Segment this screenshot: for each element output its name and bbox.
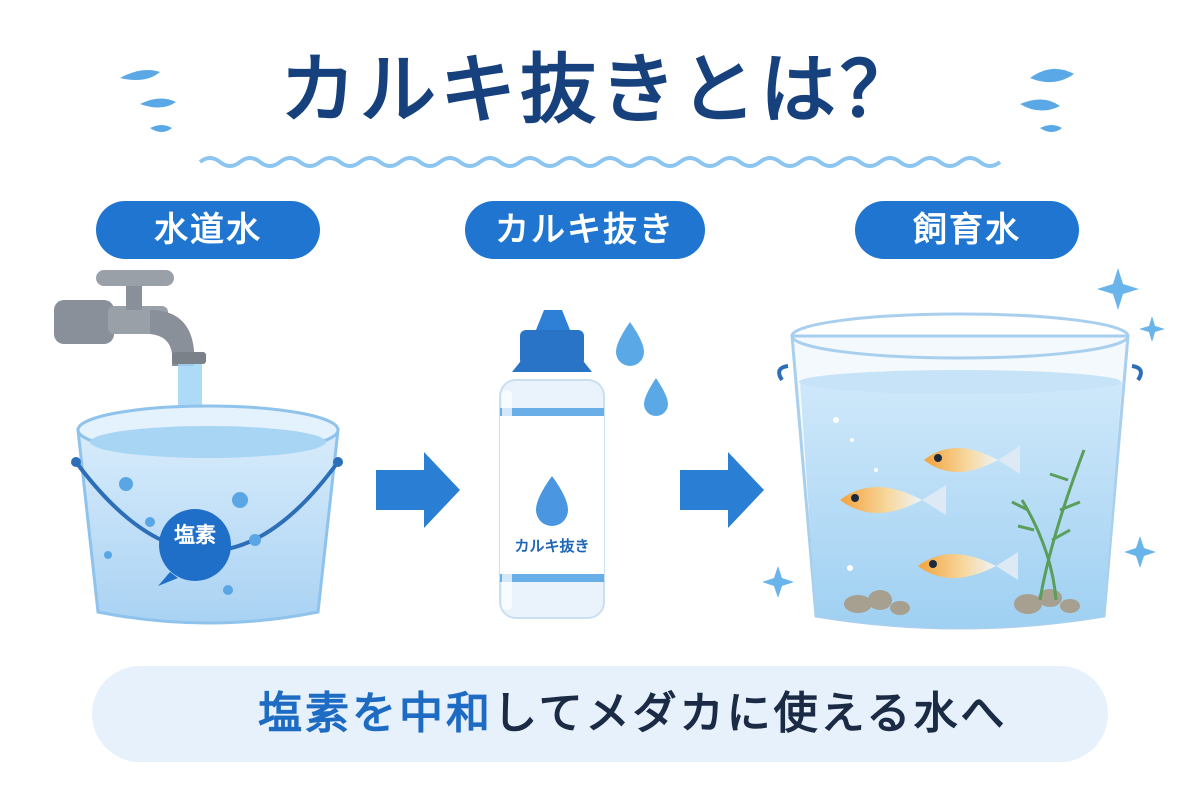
summary-highlight: 塩素を中和 bbox=[258, 688, 493, 739]
chlorine-bubbles bbox=[104, 477, 261, 595]
sparkle-icon bbox=[762, 268, 1165, 598]
page-title: カルキ抜きとは？ bbox=[280, 45, 920, 134]
fish-icon-1 bbox=[924, 446, 1020, 474]
faucet-icon bbox=[54, 270, 206, 366]
summary-banner bbox=[92, 666, 1108, 762]
summary-message: 塩素を中和してメダカに使える水へ bbox=[258, 674, 1007, 754]
bottle-icon bbox=[499, 310, 605, 619]
fish-icon-2 bbox=[840, 485, 946, 515]
step-label-aquarium-water: 飼育水 bbox=[855, 201, 1079, 259]
chlorine-badge bbox=[158, 509, 231, 586]
wave-divider bbox=[198, 156, 1002, 168]
summary-rest: してメダカに使える水へ bbox=[493, 688, 1008, 739]
splash-icon-left bbox=[120, 70, 176, 132]
fish-icon-3 bbox=[918, 552, 1018, 580]
splash-icon-right bbox=[1020, 68, 1074, 132]
chlorine-label: 塩素 bbox=[174, 523, 216, 547]
step-label-tap-water: 水道水 bbox=[96, 201, 320, 259]
water-plant bbox=[1011, 449, 1086, 601]
tank-bucket bbox=[777, 312, 1143, 630]
step-label-dechlorinator: カルキ抜き bbox=[465, 201, 705, 259]
arrow-right-icon-1 bbox=[376, 452, 460, 528]
water-drop-icon-bottle bbox=[616, 322, 668, 416]
bottle-label: カルキ抜き bbox=[514, 537, 590, 555]
arrow-right-icon-2 bbox=[680, 452, 764, 528]
